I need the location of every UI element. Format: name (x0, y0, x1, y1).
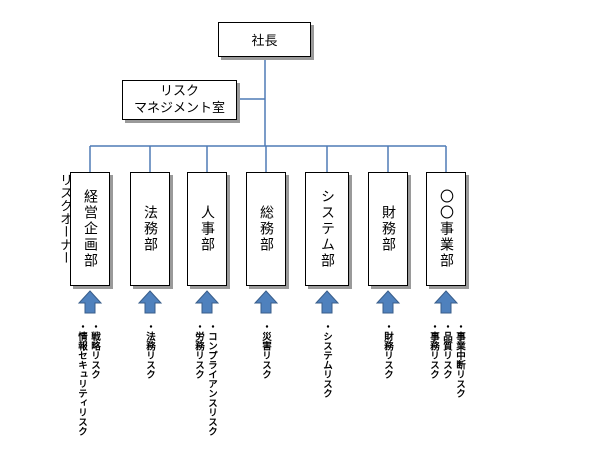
risk-list-soumu: ・災害リスク (260, 322, 271, 379)
risk-item: ・コンプライアンスリスク (206, 322, 217, 436)
risk-item: ・品質リスク (441, 322, 452, 379)
risk-list-jinji: ・コンプライアンスリスク ・労務リスク (193, 322, 217, 436)
risk-list-keiei-kikaku: ・戦略リスク ・情報セキュリティリスク (76, 322, 100, 436)
department-label: 総務部 (258, 205, 274, 253)
risk-list-zaimu: ・財務リスク (382, 322, 393, 379)
president-label: 社長 (251, 34, 278, 49)
arrow-up-icon (375, 290, 401, 314)
department-label: 〇〇事業部 (438, 189, 454, 269)
department-box-jinji: 人事部 (187, 172, 227, 286)
department-label: 財務部 (380, 205, 396, 253)
president-box: 社長 (218, 22, 311, 57)
risk-owner-label: リスクオーナー (57, 173, 72, 264)
risk-management-office-box: リスク マネジメント室 (122, 80, 237, 120)
risk-item: ・事務リスク (428, 322, 439, 379)
risk-office-line2: マネジメント室 (133, 101, 225, 116)
risk-list-system: ・システムリスク (321, 322, 332, 398)
department-label: 人事部 (199, 205, 215, 253)
department-box-jigyou: 〇〇事業部 (426, 172, 466, 286)
arrow-up-icon (314, 290, 340, 314)
risk-list-jigyou: ・事業中断リスク ・品質リスク ・事務リスク (428, 322, 465, 398)
arrow-up-icon (194, 290, 220, 314)
risk-item: ・情報セキュリティリスク (76, 322, 87, 436)
department-box-system: システム部 (305, 172, 349, 286)
department-label: 法務部 (142, 205, 158, 253)
department-box-keiei-kikaku: 経営企画部 (70, 172, 110, 286)
risk-office-line1: リスク (159, 84, 199, 99)
arrow-up-icon (77, 290, 103, 314)
risk-item: ・法務リスク (144, 322, 155, 379)
department-label: システム部 (319, 189, 335, 269)
risk-item: ・システムリスク (321, 322, 332, 398)
department-label: 経営企画部 (82, 189, 98, 269)
risk-item: ・財務リスク (382, 322, 393, 379)
arrow-up-icon (253, 290, 279, 314)
arrow-up-icon (137, 290, 163, 314)
risk-item: ・労務リスク (193, 322, 204, 379)
department-box-zaimu: 財務部 (368, 172, 408, 286)
department-box-soumu: 総務部 (246, 172, 286, 286)
risk-list-houmu: ・法務リスク (144, 322, 155, 379)
department-box-houmu: 法務部 (130, 172, 170, 286)
risk-item: ・事業中断リスク (454, 322, 465, 398)
risk-item: ・戦略リスク (89, 322, 100, 379)
risk-item: ・災害リスク (260, 322, 271, 379)
arrow-up-icon (433, 290, 459, 314)
